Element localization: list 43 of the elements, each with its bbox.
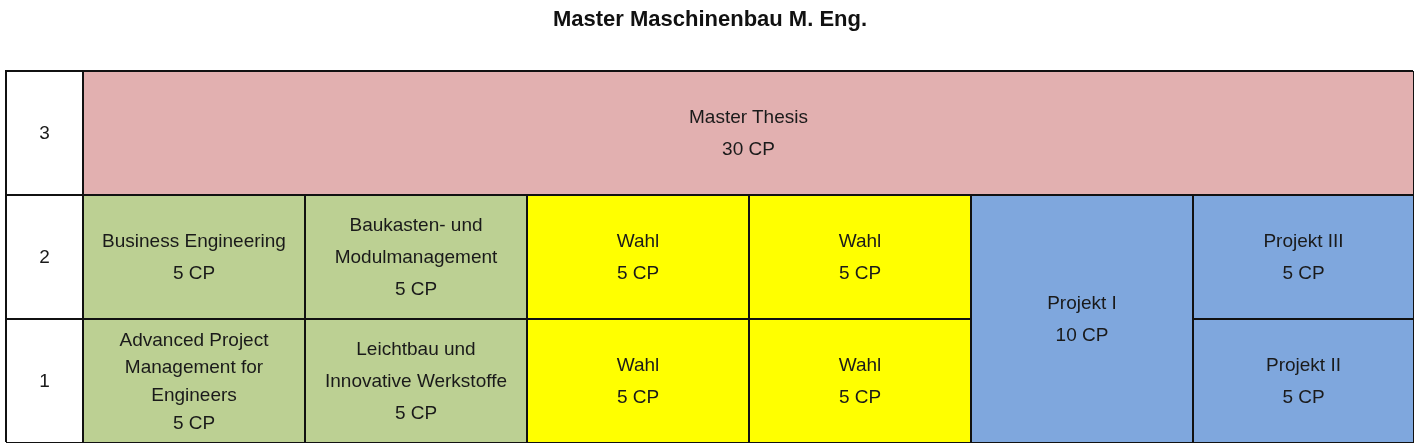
module-name: Wahl (838, 352, 882, 377)
semester-number: 3 (39, 120, 50, 145)
module-name: Projekt III (1263, 228, 1344, 253)
diagram-title: Master Maschinenbau M. Eng. (551, 6, 869, 32)
module-name: Wahl (616, 352, 660, 377)
module-name: Projekt I (1047, 290, 1117, 315)
module-cell (83, 71, 1414, 195)
module-name: Business Engineering (102, 228, 286, 253)
row-header-cell (6, 195, 83, 319)
module-cell (83, 319, 305, 443)
module-cell (305, 319, 527, 443)
module-name: Leichtbau und Innovative Werkstoffe (324, 336, 508, 393)
row-header-cell (6, 319, 83, 443)
module-cell (1193, 195, 1414, 319)
module-cell (83, 195, 305, 319)
module-cell (749, 319, 971, 443)
module-name: Master Thesis (689, 104, 808, 129)
row-header-cell (6, 71, 83, 195)
module-cell (1193, 319, 1414, 443)
credit-points: 5 CP (616, 385, 660, 409)
module-name: Wahl (616, 228, 660, 253)
module-cell (527, 195, 749, 319)
module-cell (749, 195, 971, 319)
credit-points: 5 CP (616, 261, 660, 285)
module-name: Advanced Project Management for Engineers (118, 327, 270, 407)
credit-points: 5 CP (1282, 261, 1325, 285)
credit-points: 5 CP (1282, 385, 1325, 409)
module-cell (305, 195, 527, 319)
credit-points: 5 CP (838, 385, 882, 409)
credit-points: 5 CP (172, 261, 216, 285)
credit-points: 5 CP (394, 277, 438, 302)
credit-points: 5 CP (172, 410, 216, 435)
module-name: Projekt II (1266, 352, 1341, 377)
module-name: Wahl (838, 228, 882, 253)
credit-points: 30 CP (722, 137, 775, 161)
module-name: Baukasten- und Modulmanagement (333, 212, 499, 269)
credit-points: 5 CP (394, 401, 438, 426)
semester-number: 2 (39, 244, 50, 269)
credit-points: 5 CP (838, 261, 882, 285)
module-cell (527, 319, 749, 443)
credit-points: 10 CP (1055, 323, 1109, 347)
module-cell (971, 195, 1193, 443)
semester-number: 1 (39, 368, 50, 393)
